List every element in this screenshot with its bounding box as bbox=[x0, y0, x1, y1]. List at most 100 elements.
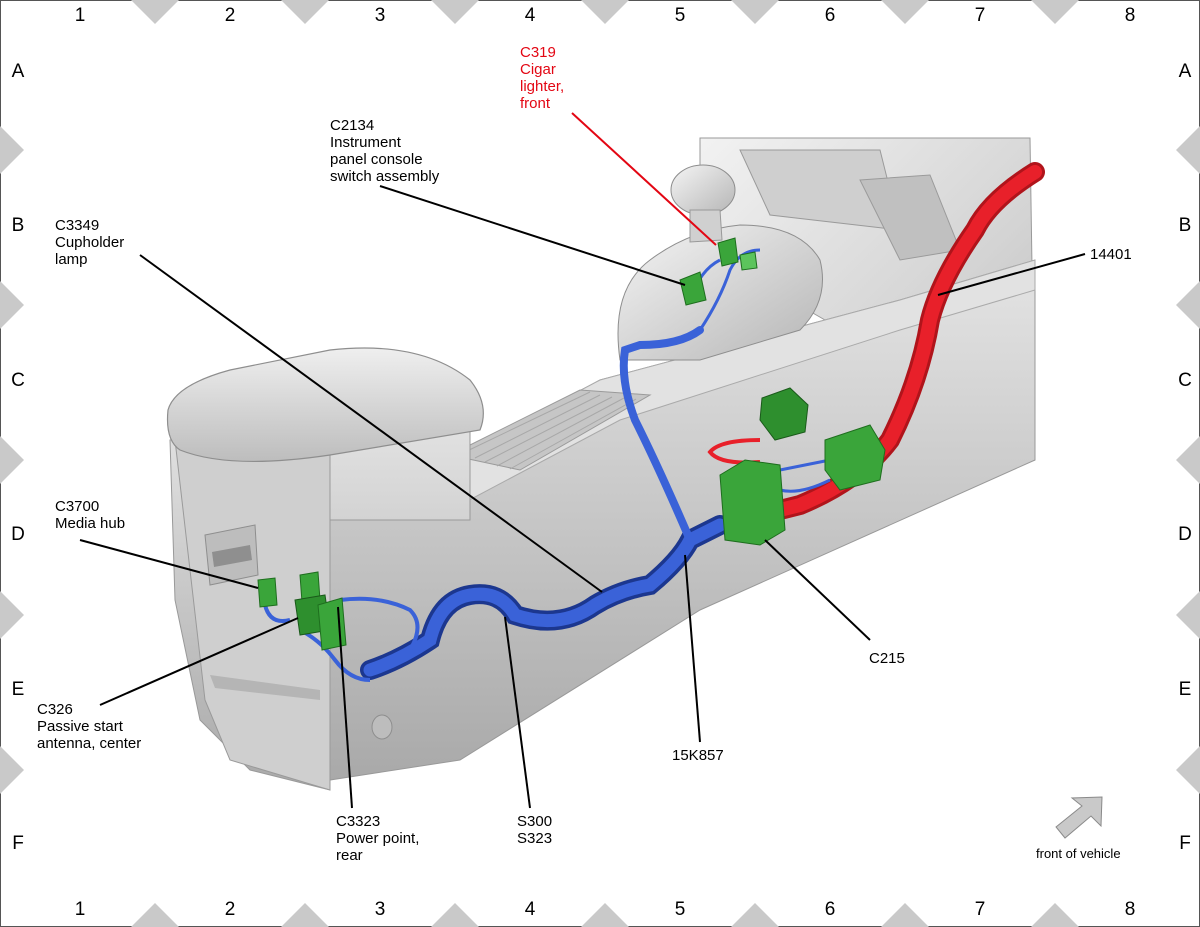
grid-col-5: 5 bbox=[675, 5, 686, 26]
grid-col-5-bottom: 5 bbox=[675, 899, 686, 920]
front-of-vehicle-label: front of vehicle bbox=[1036, 846, 1121, 861]
connector-c319-mate bbox=[739, 251, 758, 271]
callout-s300-line-1: S300 bbox=[517, 813, 552, 830]
rear-screw-hole bbox=[371, 714, 393, 740]
border-tri-top-7 bbox=[1031, 0, 1079, 24]
front-arrow-icon bbox=[1055, 796, 1103, 839]
grid-row-labels-right: A B C D E F bbox=[1178, 61, 1192, 854]
leader-14401 bbox=[937, 253, 1086, 296]
grid-col-3: 3 bbox=[375, 5, 386, 26]
connector-c319 bbox=[717, 237, 739, 267]
connector-module-upper bbox=[759, 387, 809, 441]
callout-14401: 14401 bbox=[1090, 246, 1132, 263]
callout-c215-line-1: C215 bbox=[869, 650, 905, 667]
grid-col-8-bottom: 8 bbox=[1125, 899, 1136, 920]
media-hub-port bbox=[212, 545, 252, 567]
callout-s300-s323: S300 S323 bbox=[517, 813, 552, 847]
border-tri-bottom-7 bbox=[1031, 903, 1079, 927]
border-tri-top-1 bbox=[131, 0, 179, 24]
callout-c3349-line-3: lamp bbox=[55, 251, 88, 268]
connector-c2134 bbox=[679, 271, 707, 306]
grid-row-d-right: D bbox=[1178, 524, 1192, 545]
border-tri-left-5 bbox=[0, 746, 24, 794]
border-tri-bottom-4 bbox=[581, 903, 629, 927]
connector-inline-group bbox=[824, 424, 886, 491]
grid-row-a-right: A bbox=[1179, 61, 1192, 82]
callout-c2134-line-1: C2134 bbox=[330, 117, 374, 134]
shift-knob bbox=[670, 164, 736, 216]
border-tri-bottom-2 bbox=[281, 903, 329, 927]
border-tri-right-5 bbox=[1176, 746, 1200, 794]
shift-shaft bbox=[689, 209, 723, 243]
border-tri-top-3 bbox=[431, 0, 479, 24]
border-tri-right-2 bbox=[1176, 281, 1200, 329]
callout-c3323-line-3: rear bbox=[336, 847, 363, 864]
border-tri-top-5 bbox=[731, 0, 779, 24]
callout-15k857-line-1: 15K857 bbox=[672, 747, 724, 764]
connectors bbox=[257, 237, 886, 651]
border-tri-bottom-3 bbox=[431, 903, 479, 927]
callout-c326-line-3: antenna, center bbox=[37, 735, 141, 752]
border-tri-left-1 bbox=[0, 126, 24, 174]
harness-15k857-media-wire bbox=[263, 604, 291, 623]
harness-15k857-main bbox=[363, 518, 727, 677]
callout-c3349-line-1: C3349 bbox=[55, 217, 99, 234]
callout-c319: C319 Cigar lighter, front bbox=[520, 44, 564, 112]
border-tri-top-2 bbox=[281, 0, 329, 24]
callout-c2134: C2134 Instrument panel console switch as… bbox=[330, 117, 440, 185]
callout-c3323: C3323 Power point, rear bbox=[336, 813, 419, 864]
grid-col-2: 2 bbox=[225, 5, 236, 26]
grid-col-1: 1 bbox=[75, 5, 86, 26]
harness-15k857-rear-wire bbox=[339, 596, 420, 652]
border-tri-left-2 bbox=[0, 281, 24, 329]
leader-lines bbox=[79, 112, 1086, 809]
border-tri-bottom-5 bbox=[731, 903, 779, 927]
callout-c319-line-3: lighter, bbox=[520, 78, 564, 95]
leader-c215 bbox=[764, 539, 871, 641]
center-console-illustration bbox=[166, 137, 1036, 791]
connector-c215 bbox=[719, 459, 786, 546]
callout-c2134-line-2: Instrument bbox=[330, 134, 402, 151]
grid-row-labels-left: A B C D E F bbox=[11, 61, 25, 854]
callout-c319-line-2: Cigar bbox=[520, 61, 556, 78]
harness-14401-branch bbox=[707, 438, 761, 465]
grid-column-labels-bottom: 1 2 3 4 5 6 7 8 bbox=[75, 899, 1136, 920]
border-tri-right-3 bbox=[1176, 436, 1200, 484]
leader-c3349 bbox=[139, 254, 603, 593]
border-tri-left-3 bbox=[0, 436, 24, 484]
grid-col-3-bottom: 3 bbox=[375, 899, 386, 920]
grid-col-8: 8 bbox=[1125, 5, 1136, 26]
grid-row-d: D bbox=[11, 524, 25, 545]
callout-c215: C215 bbox=[869, 650, 905, 667]
border-tri-right-4 bbox=[1176, 591, 1200, 639]
grid-row-c-right: C bbox=[1178, 370, 1192, 391]
border-tri-right-1 bbox=[1176, 126, 1200, 174]
border-tri-top-4 bbox=[581, 0, 629, 24]
leader-15k857 bbox=[684, 554, 701, 743]
callout-c2134-line-3: panel console bbox=[330, 151, 423, 168]
harness-15k857 bbox=[263, 248, 831, 682]
callout-c326-line-2: Passive start bbox=[37, 718, 124, 735]
grid-col-4: 4 bbox=[525, 5, 536, 26]
callout-c326: C326 Passive start antenna, center bbox=[37, 701, 141, 752]
grid-col-6: 6 bbox=[825, 5, 836, 26]
grid-column-labels-top: 1 2 3 4 5 6 7 8 bbox=[75, 5, 1136, 26]
rear-lower-slot bbox=[210, 675, 320, 700]
callout-s300-line-2: S323 bbox=[517, 830, 552, 847]
grid-col-7-bottom: 7 bbox=[975, 899, 986, 920]
leader-s300 bbox=[504, 616, 531, 809]
border-tri-bottom-1 bbox=[131, 903, 179, 927]
leader-c2134 bbox=[379, 185, 686, 286]
callout-c3700-line-1: C3700 bbox=[55, 498, 99, 515]
armrest-lid bbox=[166, 347, 484, 462]
grid-col-6-bottom: 6 bbox=[825, 899, 836, 920]
tray-ribs bbox=[464, 391, 637, 470]
border-tri-bottom-6 bbox=[881, 903, 929, 927]
leader-c326 bbox=[99, 617, 299, 706]
grid-row-f: F bbox=[12, 833, 24, 854]
cupholder-tray bbox=[448, 389, 652, 471]
callout-15k857: 15K857 bbox=[672, 747, 724, 764]
callout-c3323-line-2: Power point, bbox=[336, 830, 419, 847]
